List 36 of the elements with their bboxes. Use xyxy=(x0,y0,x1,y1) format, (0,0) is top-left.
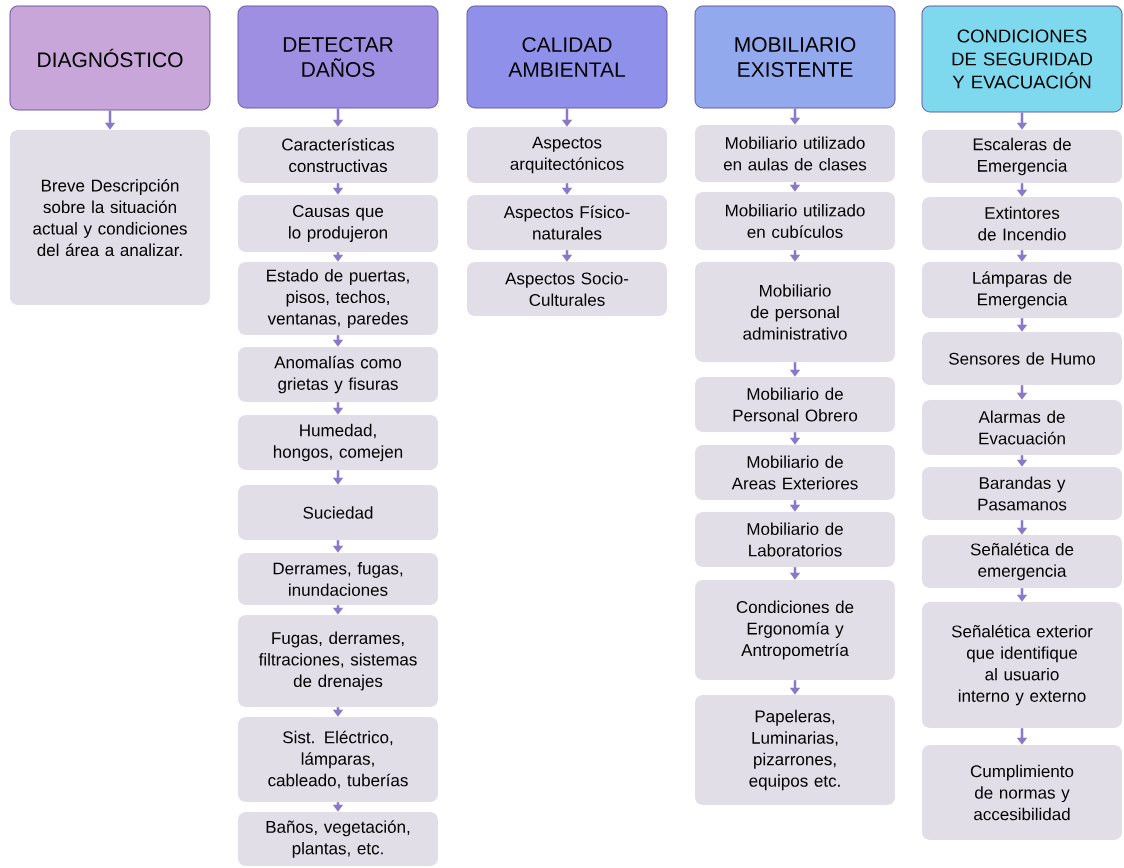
item-box: Mobiliario de Personal Obrero xyxy=(695,377,895,432)
item-box: Señalética de emergencia xyxy=(922,535,1122,588)
item-box: Mobiliario de Laboratorios xyxy=(695,512,895,567)
item-box: Sensores de Humo xyxy=(922,332,1122,385)
item-box: Mobiliario de personal administrativo xyxy=(695,262,895,362)
item-box: Características constructivas xyxy=(238,127,438,183)
item-box: Causas que lo produjeron xyxy=(238,195,438,252)
header-box: DIAGNÓSTICO xyxy=(9,5,211,111)
item-box: Barandas y Pasamanos xyxy=(922,467,1122,520)
header-box: CALIDAD AMBIENTAL xyxy=(466,5,668,109)
header-box: DETECTAR DAÑOS xyxy=(237,5,439,109)
item-box: Cumplimiento de normas y accesibilidad xyxy=(922,745,1122,840)
item-box: Baños, vegetación, plantas, etc. xyxy=(238,812,438,866)
item-box: Alarmas de Evacuación xyxy=(922,400,1122,455)
item-box: Condiciones de Ergonomía y Antropometría xyxy=(695,580,895,680)
item-box: Sist. Eléctrico, lámparas, cableado, tuberías xyxy=(238,717,438,802)
item-box: Mobiliario de Areas Exteriores xyxy=(695,445,895,500)
item-box: Escaleras de Emergencia xyxy=(922,130,1122,183)
item-box: Mobiliario utilizado en cubículos xyxy=(695,192,895,250)
item-box: Derrames, fugas, inundaciones xyxy=(238,553,438,605)
item-box: Aspectos Físico-naturales xyxy=(467,195,667,250)
item-box: Papeleras, Luminarias, pizarrones, equipos etc. xyxy=(695,695,895,805)
item-box: Anomalías como grietas y fisuras xyxy=(238,347,438,402)
header-box: MOBILIARIO EXISTENTE xyxy=(694,5,896,109)
item-box: Breve Descripción sobre la situación actual y condiciones del área a analizar. xyxy=(10,130,210,305)
item-box: Lámparas de Emergencia xyxy=(922,262,1122,318)
item-box: Fugas, derrames, filtraciones, sistemas de drenajes xyxy=(238,615,438,707)
item-box: Señalética exterior que identifique al usuario interno y externo xyxy=(922,602,1122,728)
item-box: Humedad, hongos, comejen xyxy=(238,415,438,470)
item-box: Mobiliario utilizado en aulas de clases xyxy=(695,125,895,182)
item-box: Aspectos Socio-Culturales xyxy=(467,262,667,316)
item-box: Aspectos arquitectónicos xyxy=(467,127,667,183)
item-box: Suciedad xyxy=(238,485,438,540)
header-box: CONDICIONES DE SEGURIDAD Y EVACUACIÓN xyxy=(921,5,1123,113)
item-box: Estado de puertas, pisos, techos, ventanas, paredes xyxy=(238,262,438,335)
item-box: Extintores de Incendio xyxy=(922,197,1122,250)
